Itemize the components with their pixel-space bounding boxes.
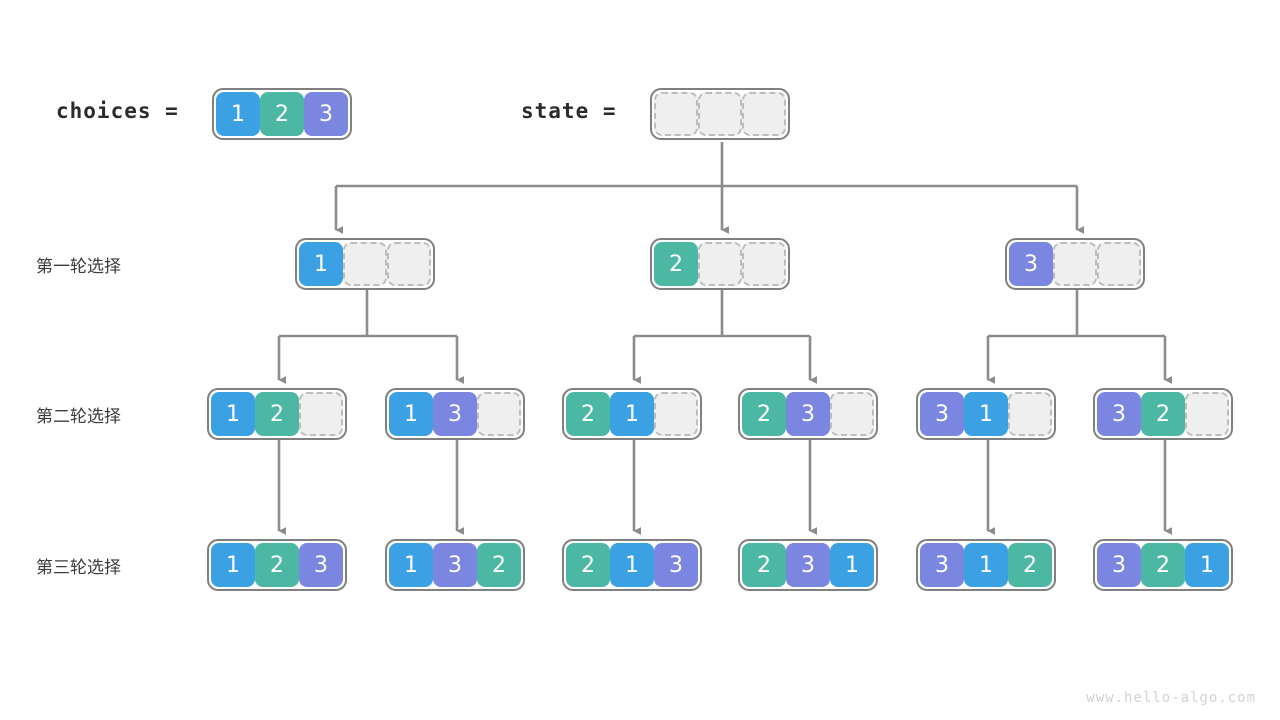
r3n4-cell-1: 3 — [786, 543, 830, 587]
state-cell-0 — [654, 92, 698, 136]
choices-cell-0: 1 — [216, 92, 260, 136]
r1n1-cell-2 — [387, 242, 431, 286]
row-label-round-3: 第三轮选择 — [36, 558, 121, 578]
r2n4-cell-2 — [830, 392, 874, 436]
r3n2-cell-1: 3 — [433, 543, 477, 587]
state-node-round-1-1: 1 — [295, 238, 435, 290]
r2n3-cell-0: 2 — [566, 392, 610, 436]
r3n5-cell-0: 3 — [920, 543, 964, 587]
r1n3-cell-0: 3 — [1009, 242, 1053, 286]
r2n1-cell-1: 2 — [255, 392, 299, 436]
r1n2-cell-2 — [742, 242, 786, 286]
choices-label: choices = — [56, 99, 179, 123]
r3n6-cell-2: 1 — [1185, 543, 1229, 587]
r1n1-cell-0: 1 — [299, 242, 343, 286]
r2n6-cell-1: 2 — [1141, 392, 1185, 436]
r3n6-cell-1: 2 — [1141, 543, 1185, 587]
r2n6-cell-2 — [1185, 392, 1229, 436]
r2n1-cell-2 — [299, 392, 343, 436]
r1n2-cell-0: 2 — [654, 242, 698, 286]
r2n5-cell-0: 3 — [920, 392, 964, 436]
r1n3-cell-2 — [1097, 242, 1141, 286]
r3n2-cell-2: 2 — [477, 543, 521, 587]
choices-cell-1: 2 — [260, 92, 304, 136]
r3n3-cell-1: 1 — [610, 543, 654, 587]
r3n1-cell-0: 1 — [211, 543, 255, 587]
r1n3-cell-1 — [1053, 242, 1097, 286]
choices-cell-2: 3 — [304, 92, 348, 136]
watermark: www.hello-algo.com — [1086, 690, 1256, 706]
r3n2-cell-0: 1 — [389, 543, 433, 587]
r1n2-cell-1 — [698, 242, 742, 286]
r1n1-cell-1 — [343, 242, 387, 286]
state-array — [650, 88, 790, 140]
r2n5-cell-1: 1 — [964, 392, 1008, 436]
r3n5-cell-1: 1 — [964, 543, 1008, 587]
r2n2-cell-1: 3 — [433, 392, 477, 436]
r2n6-cell-0: 3 — [1097, 392, 1141, 436]
r2n5-cell-2 — [1008, 392, 1052, 436]
r3n5-cell-2: 2 — [1008, 543, 1052, 587]
r3n3-cell-0: 2 — [566, 543, 610, 587]
r3n1-cell-1: 2 — [255, 543, 299, 587]
state-cell-2 — [742, 92, 786, 136]
r3n4-cell-2: 1 — [830, 543, 874, 587]
r3n3-cell-2: 3 — [654, 543, 698, 587]
r2n3-cell-1: 1 — [610, 392, 654, 436]
r2n3-cell-2 — [654, 392, 698, 436]
state-node-round-1-3: 3 — [1005, 238, 1145, 290]
r2n4-cell-0: 2 — [742, 392, 786, 436]
r3n6-cell-0: 3 — [1097, 543, 1141, 587]
state-cell-1 — [698, 92, 742, 136]
r2n2-cell-2 — [477, 392, 521, 436]
r2n4-cell-1: 3 — [786, 392, 830, 436]
r3n1-cell-2: 3 — [299, 543, 343, 587]
state-label: state = — [521, 99, 617, 123]
row-label-round-1: 第一轮选择 — [36, 257, 121, 277]
row-label-round-2: 第二轮选择 — [36, 407, 121, 427]
r2n2-cell-0: 1 — [389, 392, 433, 436]
state-node-round-1-2: 2 — [650, 238, 790, 290]
r3n4-cell-0: 2 — [742, 543, 786, 587]
r2n1-cell-0: 1 — [211, 392, 255, 436]
